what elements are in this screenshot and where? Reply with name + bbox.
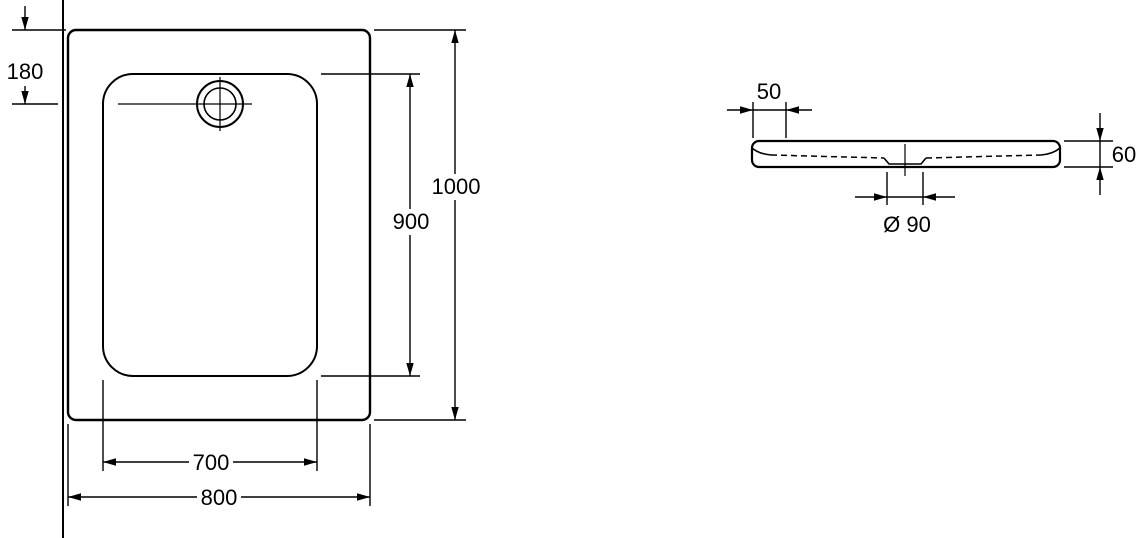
dimension-1000-label: 1000	[432, 174, 481, 199]
dimension-60-label: 60	[1112, 142, 1136, 167]
rim-edge-left	[751, 147, 772, 156]
plan-view: 180 1000 900	[7, 0, 481, 538]
tray-outer-outline	[66, 28, 372, 422]
dimension-180-label: 180	[7, 59, 44, 84]
dimension-50-label: 50	[757, 79, 781, 104]
basin-slope-dashed-left	[770, 154, 885, 159]
dimension-800: 800	[67, 424, 371, 510]
tray-basin-outline	[102, 73, 318, 377]
rim-edge-right	[1040, 147, 1061, 156]
drain-outer-circle	[196, 80, 244, 128]
dimension-900: 900	[321, 73, 430, 377]
dimension-diameter-90-label: Ø 90	[883, 212, 931, 237]
drain-symbol	[118, 77, 252, 131]
dimension-60: 60	[1064, 113, 1136, 195]
dimension-700: 700	[102, 380, 318, 475]
drain-inner-circle	[203, 87, 237, 121]
tray-profile-outline	[750, 139, 1062, 169]
basin-slope-dashed-right	[925, 154, 1042, 159]
side-view: 50 60 Ø 90	[727, 79, 1136, 237]
dimension-180: 180	[7, 6, 66, 105]
dimension-700-label: 700	[193, 450, 230, 475]
dimension-900-label: 900	[393, 209, 430, 234]
dimension-50: 50	[727, 79, 812, 138]
dimension-800-label: 800	[201, 485, 238, 510]
dimension-1000: 1000	[374, 29, 481, 421]
dimension-diameter-90: Ø 90	[855, 172, 955, 237]
